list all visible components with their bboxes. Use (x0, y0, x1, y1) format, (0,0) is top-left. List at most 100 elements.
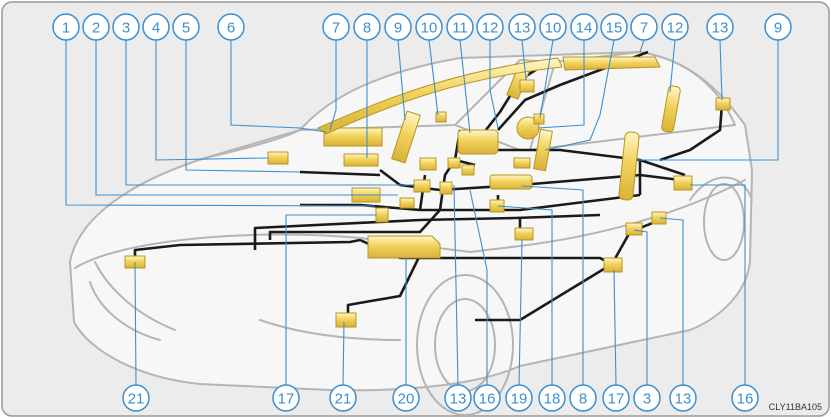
callout-number: 16 (479, 391, 496, 408)
callout-number: 9 (394, 20, 402, 37)
callout-number: 9 (774, 20, 782, 37)
callout-circle (473, 384, 501, 412)
callout-circle (539, 13, 567, 41)
callout-number: 21 (128, 391, 145, 408)
component-3 (413, 179, 431, 193)
callout-number: 17 (278, 391, 295, 408)
callout-number: 14 (576, 20, 593, 37)
callout-circle (630, 13, 658, 41)
callout-number: 4 (152, 20, 160, 37)
component-4 (267, 151, 289, 165)
airbag-components (124, 56, 731, 328)
component-21-lower (335, 312, 357, 328)
callout-circle (172, 13, 200, 41)
callout-number: 3 (122, 20, 130, 37)
component-12-rear (661, 85, 681, 133)
callout-circle (602, 384, 630, 412)
callout-circle (392, 384, 420, 412)
component-11-lower (439, 181, 453, 195)
callout-number: 12 (482, 20, 499, 37)
component-13-roof (519, 79, 535, 93)
callout-number: 6 (227, 20, 235, 37)
callout-number: 21 (335, 391, 352, 408)
callout-circle (731, 384, 759, 412)
callout-number: 7 (332, 20, 340, 37)
callout-number: 11 (452, 20, 468, 37)
component-3-rear (625, 222, 643, 236)
component-1 (375, 207, 389, 223)
callout-circle (706, 13, 734, 41)
component-16-right (673, 175, 693, 191)
component-19 (514, 227, 534, 241)
callout-circle (570, 13, 598, 41)
callout-number: 7 (640, 20, 648, 37)
callout-circle (444, 384, 472, 412)
component-20 (367, 235, 441, 259)
callout-number: 20 (398, 391, 415, 408)
figure-code: CLY11BA105 (769, 402, 822, 412)
callout-circle (661, 13, 689, 41)
component-13-rear (715, 97, 731, 111)
component-12-left (447, 157, 461, 169)
component-10-top (435, 111, 447, 123)
callout-circle (600, 13, 628, 41)
component-10-lower (513, 157, 531, 169)
component-13-mid (461, 164, 475, 176)
callout-leaders (65, 39, 779, 386)
callout-circle (508, 13, 536, 41)
callout-circle (217, 13, 245, 41)
callout-circle (669, 384, 697, 412)
callout-circle (384, 13, 412, 41)
callout-circle (82, 13, 110, 41)
callout-number: 8 (363, 20, 371, 37)
callout-circle (353, 13, 381, 41)
component-8-left (343, 153, 379, 167)
callout-circle (142, 13, 170, 41)
component-9-right (618, 131, 640, 201)
component-15 (533, 128, 553, 172)
callout-number: 13 (514, 20, 531, 37)
component-11-steering (457, 129, 499, 155)
callout-number: 2 (92, 20, 100, 37)
callout-number: 15 (606, 20, 623, 37)
callout-number: 13 (675, 391, 692, 408)
callout-number: 5 (182, 20, 190, 37)
callout-circle (633, 384, 661, 412)
callout-circle (764, 13, 792, 41)
component-10-left (419, 157, 437, 171)
callout-circle (112, 13, 140, 41)
component-7-curtain-left (317, 57, 563, 135)
component-10-right (533, 113, 545, 125)
callout-number: 16 (737, 391, 754, 408)
component-17-right (603, 257, 623, 273)
component-7-curtain-right (562, 56, 661, 71)
callout-circle (569, 384, 597, 412)
callout-circle (538, 384, 566, 412)
callout-number: 3 (643, 391, 651, 408)
callout-circle (505, 384, 533, 412)
callout-circle (122, 384, 150, 412)
callout-circle (322, 13, 350, 41)
callout-number: 19 (511, 391, 528, 408)
callout-circle (446, 13, 474, 41)
callout-number: 18 (544, 391, 561, 408)
callout-number: 8 (579, 391, 587, 408)
callout-circle (329, 384, 357, 412)
component-9-left (391, 110, 421, 164)
component-2 (399, 197, 415, 209)
callout-circle (476, 13, 504, 41)
callout-number: 1 (62, 20, 70, 37)
callout-circle (415, 13, 443, 41)
callout-number: 13 (712, 20, 729, 37)
callout-number: 17 (608, 391, 625, 408)
callout-circle (52, 13, 80, 41)
callout-circle (272, 384, 300, 412)
callout-number: 12 (667, 20, 684, 37)
callout-number: 13 (450, 391, 467, 408)
callout-number: 10 (421, 20, 438, 37)
callout-number: 10 (545, 20, 562, 37)
component-8-right (489, 174, 533, 190)
